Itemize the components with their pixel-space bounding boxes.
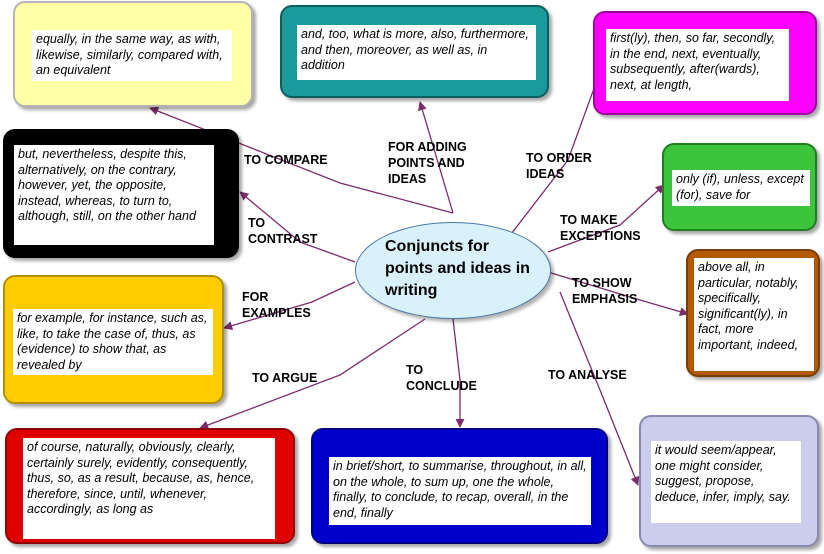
connector-argue [199,318,426,430]
adding-box: and, too, what is more, also, furthermor… [280,5,549,98]
analyse-box: it would seem/appear, one might consider… [639,415,819,547]
emphasis-box: above all, in particular, notably, speci… [686,249,820,377]
connector-exceptions [547,184,665,253]
connector-conclude [452,318,465,428]
analyse-text: it would seem/appear, one might consider… [651,441,801,523]
label-exceptions: TO MAKE EXCEPTIONS [560,213,641,243]
order-box: first(ly), then, so far, secondly, in th… [593,11,817,115]
label-argue: TO ARGUE [252,371,318,385]
connector-adding [417,101,454,214]
label-analyse: TO ANALYSE [548,368,627,382]
examples-text: for example, for instance, such as, like… [13,309,213,375]
central-topic-title: Conjuncts for points and ideas in writin… [385,238,530,299]
label-compare: TO COMPARE [244,153,328,167]
connector-contrast [239,191,356,263]
connector-emphasis [547,271,689,317]
label-conclude: TO CONCLUDE [406,363,477,393]
connector-examples [223,281,356,331]
label-contrast: TO CONTRAST [248,216,318,246]
compare-text: equally, in the same way, as with, likew… [32,30,232,81]
adding-text: and, too, what is more, also, furthermor… [297,25,536,80]
conclude-text: in brief/short, to summarise, throughout… [329,457,591,525]
connector-analyse [559,291,640,486]
contrast-box: but, nevertheless, despite this, alterna… [3,129,239,258]
examples-box: for example, for instance, such as, like… [3,275,224,404]
label-order: TO ORDER IDEAS [526,151,592,181]
emphasis-text: above all, in particular, notably, speci… [694,258,814,371]
central-topic-ellipse [355,222,551,319]
exceptions-box: only (if), unless, except (for), save fo… [662,143,817,231]
order-text: first(ly), then, so far, secondly, in th… [606,29,789,101]
argue-box: of course, naturally, obviously, clearly… [5,428,295,544]
contrast-text: but, nevertheless, despite this, alterna… [14,145,214,245]
conclude-box: in brief/short, to summarise, throughout… [311,428,608,544]
label-adding: FOR ADDING POINTS AND IDEAS [388,140,467,186]
argue-text: of course, naturally, obviously, clearly… [23,438,275,539]
label-examples: FOR EXAMPLES [242,290,311,320]
exceptions-text: only (if), unless, except (for), save fo… [672,170,810,206]
label-emphasis: TO SHOW EMPHASIS [572,276,638,306]
compare-box: equally, in the same way, as with, likew… [13,1,253,107]
